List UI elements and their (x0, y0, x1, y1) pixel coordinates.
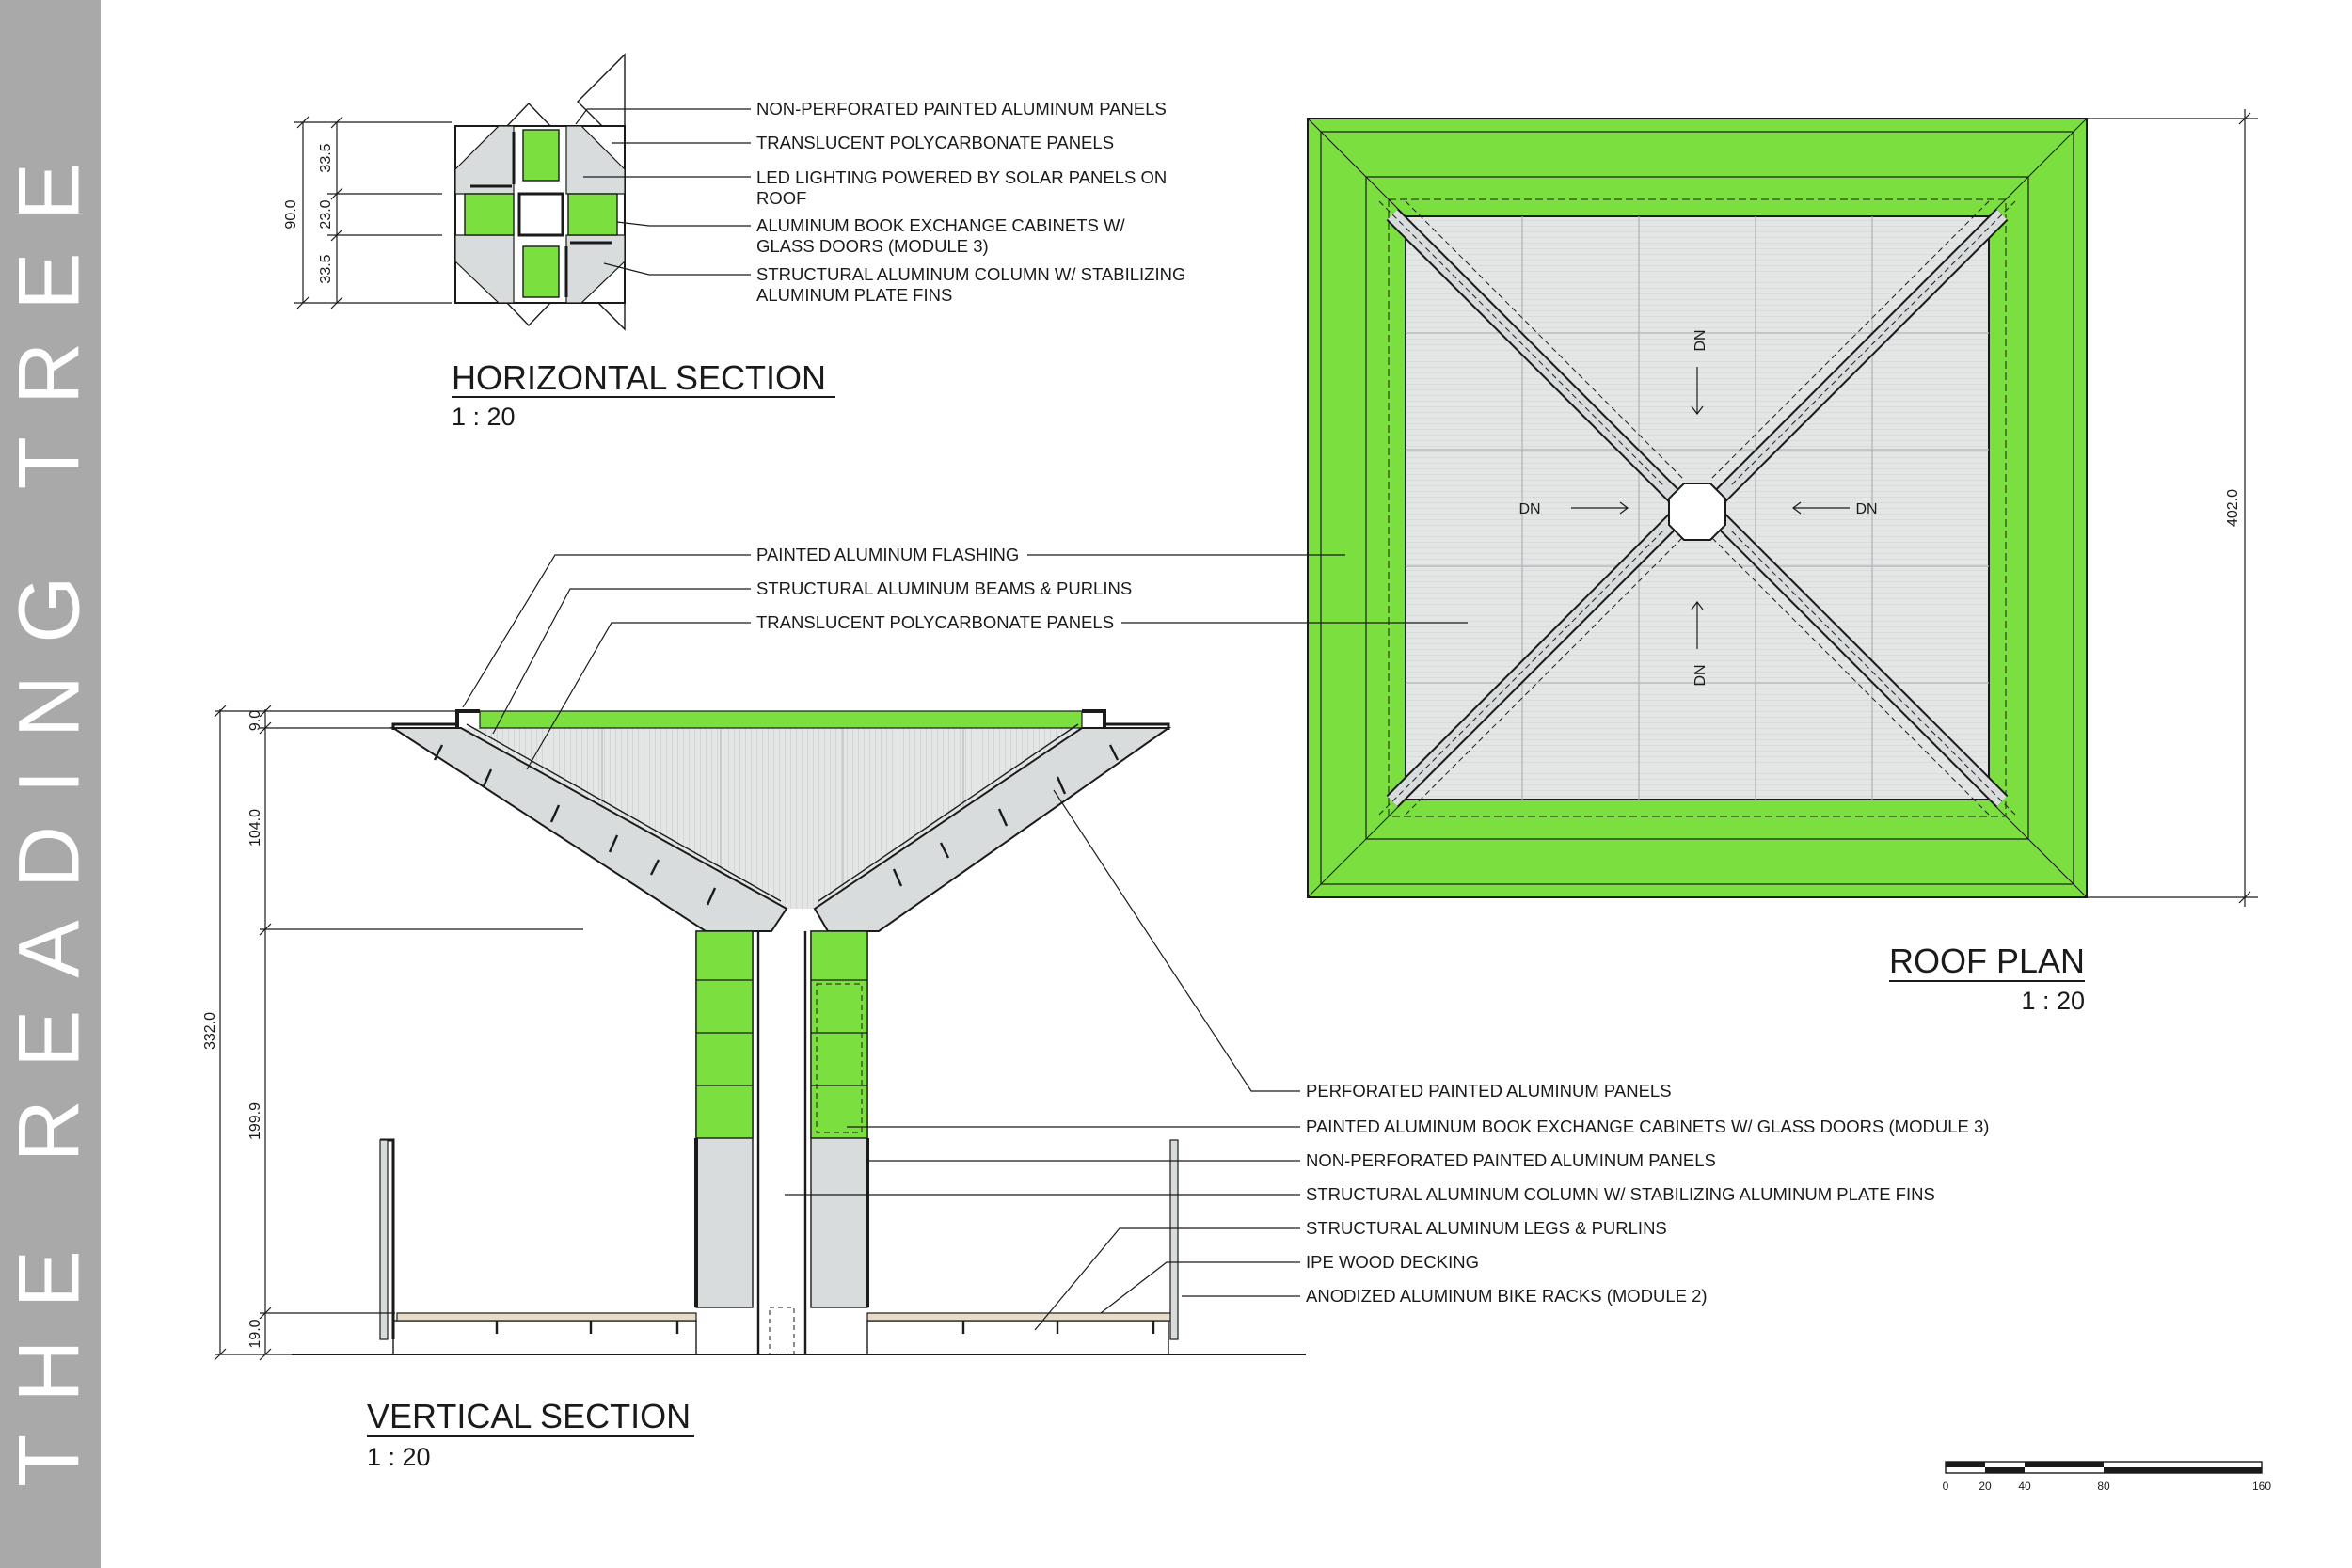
horizontal-section-drawing: 90.0 33.5 23.0 33.5 (283, 53, 626, 331)
hs-dim-top: 33.5 (318, 143, 334, 172)
sidebar-band: THE READING TREE (0, 0, 101, 1568)
hs-note-3a: LED LIGHTING POWERED BY SOLAR PANELS ON (756, 167, 1167, 187)
vertical-section-scale: 1 : 20 (367, 1443, 431, 1471)
scale-tick-40: 40 (2018, 1480, 2031, 1493)
hs-note-4b: GLASS DOORS (MODULE 3) (756, 236, 989, 256)
roof-dn-right: DN (1855, 501, 1877, 517)
vertical-section-lower-notes: PERFORATED PAINTED ALUMINUM PANELS PAINT… (785, 789, 1989, 1331)
vs-dim-c: 199.9 (247, 1102, 263, 1140)
scale-tick-20: 20 (1979, 1480, 1992, 1493)
hs-note-5b: ALUMINUM PLATE FINS (756, 285, 952, 305)
hs-note-4a: ALUMINUM BOOK EXCHANGE CABINETS W/ (756, 215, 1125, 235)
hs-dim-middle: 23.0 (318, 199, 334, 229)
scale-tick-0: 0 (1943, 1480, 1949, 1493)
vs-lower-note-5: STRUCTURAL ALUMINUM LEGS & PURLINS (1306, 1218, 1667, 1238)
hs-dim-total: 90.0 (283, 199, 299, 229)
vs-lower-note-4: STRUCTURAL ALUMINUM COLUMN W/ STABILIZIN… (1306, 1184, 1935, 1204)
vs-upper-note-1: PAINTED ALUMINUM FLASHING (756, 545, 1019, 564)
hs-note-2: TRANSLUCENT POLYCARBONATE PANELS (756, 133, 1114, 152)
vs-dim-d: 19.0 (247, 1319, 263, 1348)
vs-dim-total: 332.0 (202, 1012, 218, 1050)
horizontal-section-title: HORIZONTAL SECTION (452, 358, 826, 397)
hs-note-5a: STRUCTURAL ALUMINUM COLUMN W/ STABILIZIN… (756, 264, 1185, 284)
vs-lower-note-1: PERFORATED PAINTED ALUMINUM PANELS (1306, 1081, 1672, 1101)
vs-lower-note-6: IPE WOOD DECKING (1306, 1252, 1479, 1272)
roof-dn-bottom: DN (1692, 664, 1708, 686)
scale-bar: 0 20 40 80 160 (1943, 1461, 2271, 1493)
scale-tick-80: 80 (2097, 1480, 2110, 1493)
vertical-section-title: VERTICAL SECTION (367, 1397, 691, 1435)
roof-dim: 402.0 (2225, 489, 2241, 527)
vs-lower-note-7: ANODIZED ALUMINUM BIKE RACKS (MODULE 2) (1306, 1286, 1708, 1306)
hs-note-3b: ROOF (756, 188, 806, 208)
vs-upper-note-3: TRANSLUCENT POLYCARBONATE PANELS (756, 612, 1114, 632)
roof-plan-title: ROOF PLAN (1889, 942, 2085, 980)
vertical-section-upper-notes: PAINTED ALUMINUM FLASHING STRUCTURAL ALU… (462, 545, 1468, 770)
horizontal-section-notes: NON-PERFORATED PAINTED ALUMINUM PANELS T… (575, 99, 1185, 305)
vs-dim-a: 9.0 (247, 710, 263, 731)
vs-lower-note-3: NON-PERFORATED PAINTED ALUMINUM PANELS (1306, 1150, 1716, 1170)
roof-dn-left: DN (1518, 501, 1540, 517)
roof-dn-top: DN (1692, 329, 1708, 351)
scale-tick-160: 160 (2252, 1480, 2271, 1493)
vs-upper-note-2: STRUCTURAL ALUMINUM BEAMS & PURLINS (756, 578, 1132, 598)
vs-lower-note-2: PAINTED ALUMINUM BOOK EXCHANGE CABINETS … (1306, 1117, 1989, 1136)
vs-dim-b: 104.0 (247, 809, 263, 847)
roof-plan-drawing: DN DN DN DN 402.0 (1307, 109, 2258, 907)
vertical-section-drawing: 332.0 9.0 104.0 199.9 19.0 (202, 705, 1306, 1361)
hs-note-1: NON-PERFORATED PAINTED ALUMINUM PANELS (756, 99, 1167, 119)
horizontal-section-scale: 1 : 20 (452, 403, 516, 431)
roof-plan-scale: 1 : 20 (2021, 987, 2085, 1015)
hs-dim-bottom: 33.5 (318, 254, 334, 283)
